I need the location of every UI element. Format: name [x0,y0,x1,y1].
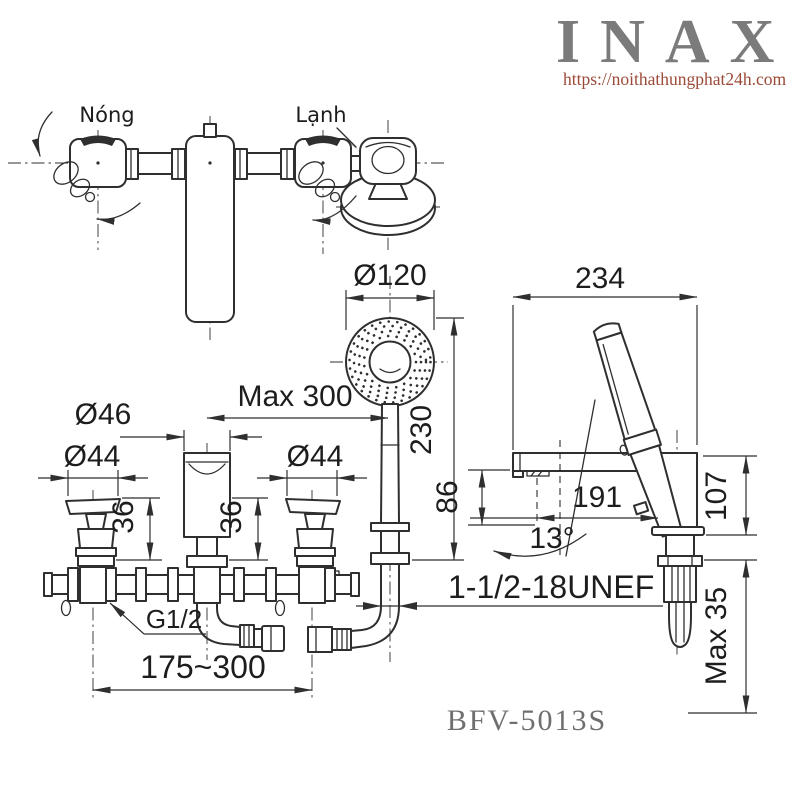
dim-spout-length: 234 [575,262,625,295]
cold-leader-line [336,127,357,148]
shower-shaft-front-view [370,403,410,565]
brand-url: https://noithathungphat24h.com [563,69,786,89]
dim-shower-height: 230 [405,405,438,455]
shower-head-top-view [340,137,436,236]
cold-handle-front-view [285,498,341,581]
dimensions: Ø120 230 Max 300 Ø46 Ø44 Ø44 [38,259,757,714]
dim-handle-spacing: 175~300 [140,649,265,685]
hot-handle-top-view [53,135,127,203]
dim-deck-to-spout: 107 [700,471,733,521]
dim-spout-diameter: Ø46 [75,398,132,431]
spout-side-view [512,452,698,534]
dim-left-handle-height: 36 [107,500,140,533]
dim-right-handle-diameter: Ø44 [287,440,344,473]
dim-spout-angle: 13° [529,522,574,555]
shower-head-front-view [345,317,435,407]
dim-spout-height: 86 [431,480,464,513]
product-code: BFV-5013S [447,704,607,737]
branding: INAX https://noithathungphat24h.com BFV-… [447,8,794,737]
inlet-elbow-front-view [196,602,285,652]
dim-center-height: 36 [215,500,248,533]
spout-center-mark [208,161,212,165]
dim-shower-diameter: Ø120 [353,259,426,292]
rotate-arrow-cold [312,195,357,226]
spout-column-nub [203,123,217,138]
rotate-arrow-hot [96,202,141,225]
dim-left-handle-diameter: Ø44 [64,440,121,473]
hot-handle-front-view [65,498,121,567]
mount-side-view [651,526,705,648]
hot-label: Nóng [79,103,134,127]
top-view: Nóng Lạnh [8,103,448,340]
pipe-right [234,148,295,180]
manifold-front-view [43,566,360,617]
spout-front-view [183,452,231,568]
brand-logo: INAX [556,8,794,76]
pipe-left [125,148,186,180]
thread-arrow-left [363,602,381,610]
cold-leader-arrowhead [347,140,360,152]
dim-mount-thread: 1-1/2-18UNEF [448,569,654,605]
thread-arrow-right [399,602,417,610]
rotate-arrow-left [31,111,53,157]
angle-reference-axis [565,399,596,557]
cold-handle-top-view [294,135,352,203]
dim-inlet-thread: G1/2 [146,604,202,634]
dim-spout-reach: 191 [572,481,622,514]
front-view [43,276,448,700]
dim-hose-reach: Max 300 [237,380,352,413]
cold-label: Lạnh [295,103,346,127]
angle-arc [493,533,587,560]
dim-deck-thickness: Max 35 [700,587,733,685]
side-view [512,322,705,655]
